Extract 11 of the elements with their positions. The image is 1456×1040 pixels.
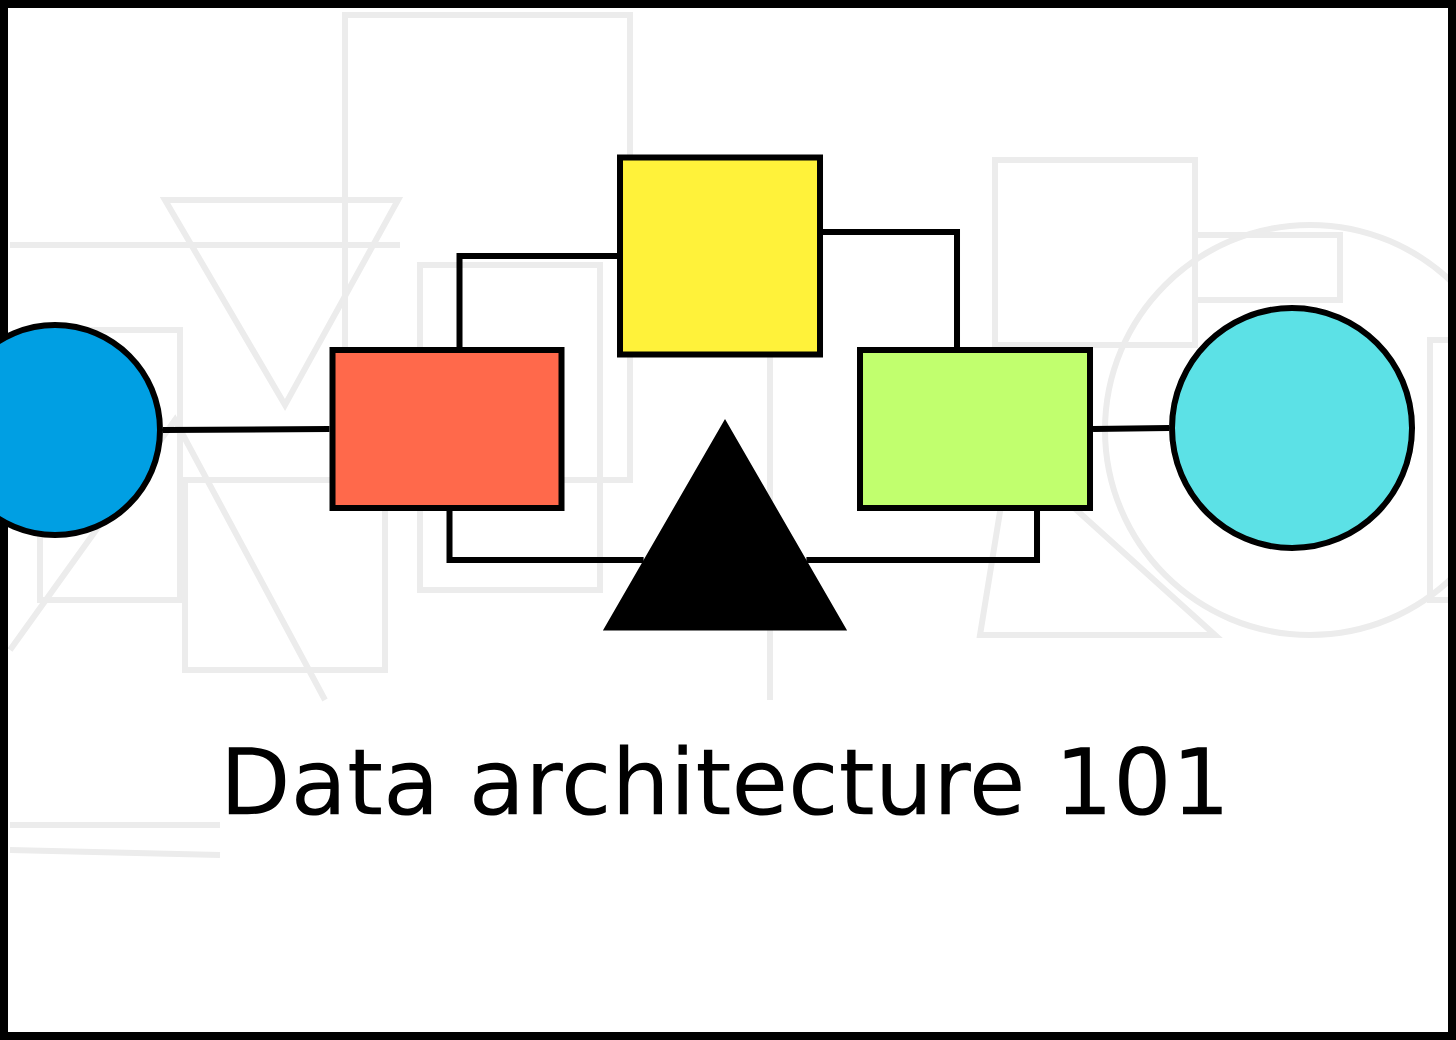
square-box <box>857 347 1093 511</box>
title-text: Data architecture 101 <box>228 744 1222 816</box>
connector-line <box>446 511 644 563</box>
square-box <box>329 347 565 511</box>
connector-line <box>163 426 330 433</box>
connector-line <box>823 229 960 347</box>
connector-line <box>806 511 1040 563</box>
connector-line <box>1092 425 1170 432</box>
square-box <box>617 154 823 358</box>
circle-shape <box>1169 305 1415 551</box>
connector-line <box>456 253 617 347</box>
